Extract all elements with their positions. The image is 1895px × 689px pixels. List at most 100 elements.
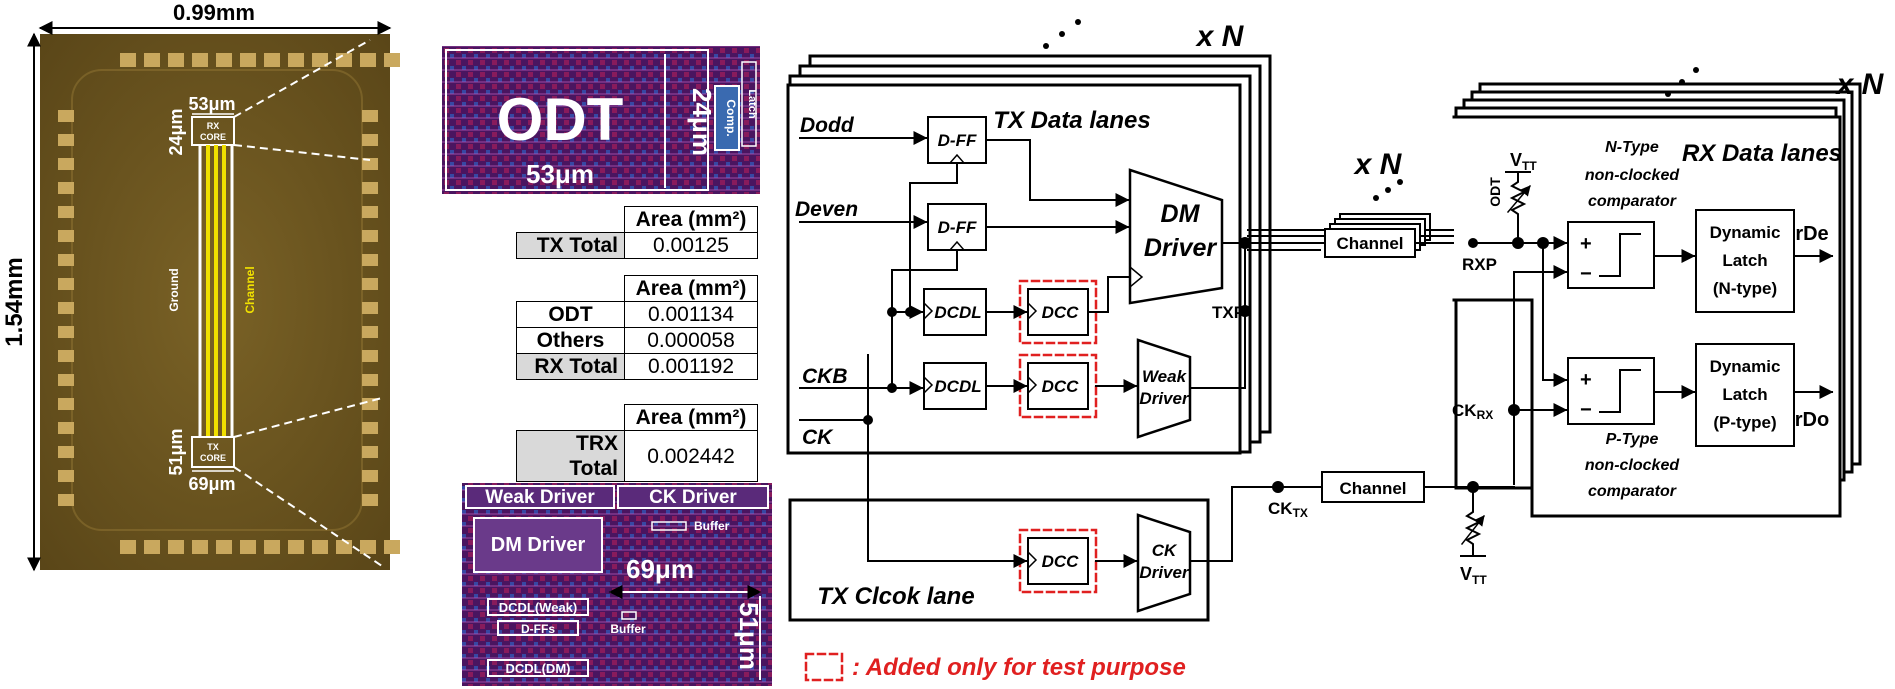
- bond-pad: [58, 470, 74, 482]
- odt-resistor-label: ODT: [1487, 177, 1503, 207]
- die-width-label: 0.99mm: [173, 0, 255, 25]
- tx-layout-width: 69μm: [626, 554, 694, 584]
- clock-channel: [1321, 471, 1425, 503]
- ntype-comp-1: N-Type: [1605, 139, 1659, 156]
- bond-pad: [58, 110, 74, 122]
- rxp-label: RXP: [1462, 255, 1497, 274]
- bond-pad: [58, 230, 74, 242]
- rx-xn-label: x N: [1835, 68, 1885, 101]
- weak-driver-text-2: Driver: [1139, 389, 1190, 408]
- bond-pad: [58, 446, 74, 458]
- rx-core-label-2: CORE: [200, 132, 226, 142]
- bond-pad: [168, 53, 184, 67]
- dcc-weak-text: DCC: [1042, 377, 1080, 396]
- latch-p-3: (P-type): [1713, 413, 1776, 432]
- bond-pad: [240, 53, 256, 67]
- dffs-label: D-FFs: [521, 622, 555, 636]
- tx-total-value: 0.00125: [624, 232, 758, 259]
- tx-table-header: Area (mm²): [624, 206, 758, 233]
- rx-total-value: 0.001192: [624, 353, 758, 380]
- buffer-bottom-label: Buffer: [610, 622, 646, 636]
- channel-xn-label: x N: [1353, 148, 1403, 181]
- bond-pad: [192, 540, 208, 554]
- bond-pad: [336, 540, 352, 554]
- rx-total-label: RX Total: [516, 353, 625, 380]
- tx-lanes-title: TX Data lanes: [993, 107, 1150, 134]
- ptype-comp-3: comparator: [1588, 483, 1677, 500]
- rx-core-box: [191, 116, 235, 146]
- legend-swatch: [804, 652, 844, 682]
- tx-core-label-2: CORE: [200, 453, 226, 463]
- latch-p-2: Latch: [1722, 385, 1767, 404]
- dcc-weak: [1027, 362, 1089, 410]
- legend-text: : Added only for test purpose: [852, 654, 1186, 681]
- bond-pad: [384, 540, 400, 554]
- rx-layout-inset: ODT 53μm 24μm Comp. Latch: [442, 46, 760, 194]
- bond-pad: [168, 540, 184, 554]
- rx-height-label: 24μm: [166, 108, 186, 155]
- ground-label: Ground: [167, 268, 181, 311]
- dynamic-latch-p: [1695, 343, 1795, 447]
- dm-driver-label: DM Driver: [491, 534, 586, 556]
- ck-driver-text-2: Driver: [1139, 563, 1190, 582]
- bond-pad: [240, 540, 256, 554]
- tx-layout-inset: Weak Driver CK Driver DM Driver Buffer 6…: [462, 483, 772, 686]
- bond-pad: [362, 182, 378, 194]
- dff-odd-label: D-FF: [938, 131, 977, 150]
- bond-pad: [362, 206, 378, 218]
- ck-label: CK: [802, 426, 834, 449]
- bond-pad: [58, 206, 74, 218]
- dcc-dm-text: DCC: [1042, 303, 1080, 322]
- bond-pad: [58, 494, 74, 506]
- rx-core-label-1: RX: [207, 121, 220, 131]
- ncomp-plus: +: [1580, 233, 1592, 255]
- data-channel: [1324, 228, 1416, 258]
- bond-pad: [264, 540, 280, 554]
- dcdl-dm-label: DCDL(DM): [506, 661, 571, 676]
- dm-driver-text-1: DM: [1161, 200, 1201, 228]
- dodd-label: Dodd: [800, 114, 855, 137]
- ckrx-ck: CK: [1452, 401, 1477, 420]
- bond-pad: [58, 278, 74, 290]
- bond-pad: [362, 134, 378, 146]
- odt-row-value: 0.001134: [624, 301, 758, 328]
- bond-pad: [362, 350, 378, 362]
- ntype-comp-3: comparator: [1588, 193, 1677, 210]
- ntype-comp-2: non-clocked: [1585, 167, 1680, 184]
- rx-vtt-v: V: [1510, 150, 1522, 170]
- bond-pad: [362, 470, 378, 482]
- buffer-top-label: Buffer: [694, 519, 730, 533]
- dcdl-dm: [923, 288, 987, 336]
- rx-layout-height: 24μm: [687, 88, 717, 156]
- ptype-comp-2: non-clocked: [1585, 457, 1680, 474]
- die-photo: 0.99mm 1.54mm RX CORE 53μm 24μm Ground C…: [1, 0, 400, 572]
- bond-pad: [288, 53, 304, 67]
- dcdl-dm-text: DCDL: [934, 303, 981, 322]
- latch-n-1: Dynamic: [1710, 223, 1781, 242]
- tx-total-label: TX Total: [516, 232, 625, 259]
- ckb-label: CKB: [802, 365, 848, 388]
- ck-driver-text-1: CK: [1152, 541, 1178, 560]
- odt-label: ODT: [497, 86, 624, 153]
- tx-layout-bg: [462, 483, 772, 686]
- bond-pad: [362, 422, 378, 434]
- bond-pad: [362, 278, 378, 290]
- rx-width-label: 53μm: [188, 94, 235, 114]
- bond-pad: [58, 182, 74, 194]
- trx-table-header: Area (mm²): [624, 404, 758, 431]
- tx-vtt-label: VTT: [1460, 564, 1487, 587]
- rx-lanes-title: RX Data lanes: [1682, 140, 1842, 167]
- tx-xn-label: x N: [1195, 20, 1245, 53]
- tx-core-box: [191, 436, 235, 468]
- bond-pad: [192, 53, 208, 67]
- bond-pad: [384, 53, 400, 67]
- dcdl-weak-label: DCDL(Weak): [499, 600, 578, 615]
- bond-pad: [362, 254, 378, 266]
- ncomp-minus: −: [1580, 263, 1592, 285]
- ck-driver-label: CK Driver: [649, 487, 737, 508]
- tx-clock-lane-title: TX Clcok lane: [817, 583, 974, 610]
- bond-pad: [362, 494, 378, 506]
- bond-pad: [58, 254, 74, 266]
